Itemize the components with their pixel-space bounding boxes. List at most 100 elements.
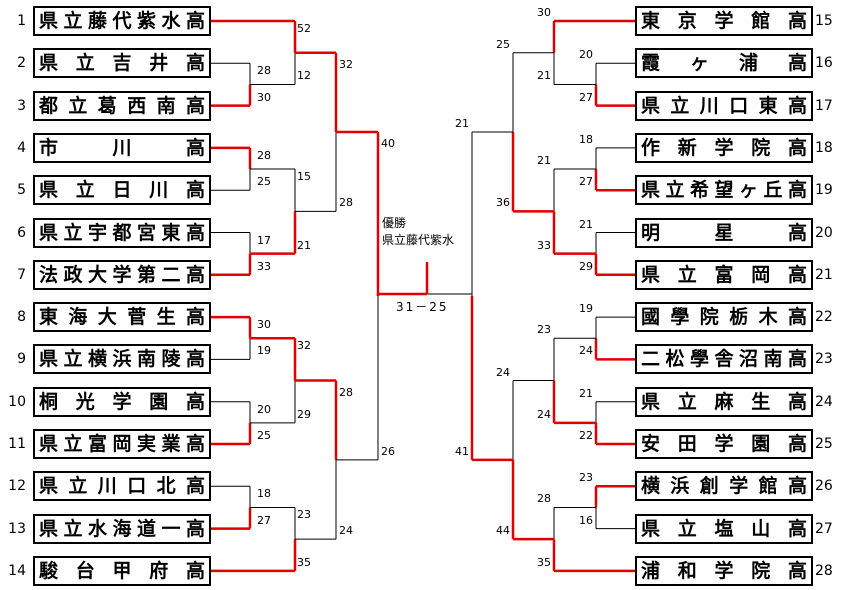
team-name: 県立塩山高 (641, 517, 807, 540)
team-name: 県立富岡実業高 (39, 433, 205, 455)
score-right-r1-b-bottom: 27 (579, 175, 593, 189)
team-box: 県立塩山高 (635, 513, 813, 544)
score-right-r2-d-bottom: 35 (537, 555, 551, 569)
score-left-r2-d-top: 23 (297, 508, 311, 522)
score-right-r1-f-bottom: 16 (579, 513, 593, 527)
score-right-r2-c-top: 23 (537, 323, 551, 337)
score-left-r3-a-bottom: 28 (339, 196, 353, 210)
team-box: 市川高 (33, 132, 211, 163)
team-seed: 13 (8, 520, 26, 537)
score-left-r2-c-bottom: 29 (297, 407, 311, 421)
team-seed: 6 (17, 224, 26, 241)
score-left-r1-b-top: 28 (257, 148, 271, 162)
score-right-r1-d-top: 19 (579, 302, 593, 316)
team-box: 県立富岡実業高 (33, 429, 211, 459)
score-left-r2-a-top: 52 (297, 22, 311, 35)
team-name: 都立葛西南高 (39, 94, 205, 117)
team-name: 安田学園高 (641, 433, 807, 455)
score-left-r2-b-top: 15 (297, 170, 311, 184)
team-seed: 20 (815, 224, 833, 241)
team-box: 県立水海道一高 (33, 513, 211, 544)
score-left-r1-e-top: 20 (257, 402, 271, 416)
team-seed: 26 (815, 478, 833, 495)
team-box: 駿台甲府高 (33, 555, 211, 586)
team-name: 東京学館高 (641, 10, 807, 32)
team-name: 浦和学院高 (641, 559, 807, 582)
team-box: 法政大学第二高 (33, 259, 211, 290)
score-left-r1-a-top: 28 (257, 64, 271, 78)
team-seed: 8 (17, 309, 26, 326)
team-seed: 10 (8, 393, 26, 410)
team-seed: 11 (8, 436, 26, 452)
team-name: 桐光学園高 (39, 390, 205, 413)
team-box: 桐光学園高 (33, 386, 211, 417)
team-seed: 24 (815, 393, 833, 410)
team-name: 二松學舎沼南高 (641, 348, 807, 371)
team-name: 県立麻生高 (641, 390, 807, 413)
team-box: 県立川口東高 (635, 90, 813, 121)
score-left-r3-a-top: 32 (339, 57, 353, 71)
team-name: 県立希望ヶ丘高 (641, 179, 807, 202)
team-box: 県立宇都宮東高 (33, 217, 211, 248)
team-seed: 5 (17, 182, 26, 199)
team-name: 國學院栃木高 (641, 306, 807, 329)
team-box: 県立川口北高 (33, 471, 211, 502)
team-name: 霞ヶ浦高 (641, 52, 807, 75)
team-box: 二松學舎沼南高 (635, 344, 813, 375)
score-right-r2-b-bottom: 33 (537, 238, 551, 252)
champion-label: 優勝 (382, 216, 407, 230)
score-left-r1-f-top: 18 (257, 487, 271, 501)
score-right-r1-a-top: 20 (579, 48, 593, 62)
score-right-sf-top: 21 (455, 117, 469, 131)
team-box: 県立希望ヶ丘高 (635, 175, 813, 206)
team-name: 県立藤代紫水高 (39, 10, 205, 32)
team-box: 東海大菅生高 (33, 302, 211, 333)
team-name: 県立富岡高 (641, 263, 807, 286)
score-left-r1-d-top: 30 (257, 318, 271, 332)
team-name: 市川高 (39, 136, 205, 159)
team-seed: 7 (17, 266, 26, 283)
team-box: 県立日川高 (33, 175, 211, 206)
team-seed: 21 (815, 266, 833, 283)
score-right-r3-a-top: 25 (496, 37, 510, 51)
team-seed: 12 (8, 478, 26, 495)
score-left-r2-c-top: 32 (297, 339, 311, 353)
team-name: 県立吉井高 (39, 52, 205, 75)
score-left-r3-b-top: 28 (339, 385, 353, 399)
score-left-r1-e-bottom: 25 (257, 429, 271, 442)
team-box: 國學院栃木高 (635, 302, 813, 333)
team-box: 霞ヶ浦高 (635, 48, 813, 79)
score-left-r3-b-bottom: 24 (339, 524, 353, 538)
team-name: 県立川口東高 (641, 94, 807, 117)
score-left-r1-c-bottom: 33 (257, 259, 271, 273)
team-name: 県立横浜南陵高 (39, 348, 205, 371)
team-name: 県立水海道一高 (39, 517, 205, 540)
team-box: 県立吉井高 (33, 48, 211, 79)
team-box: 都立葛西南高 (33, 90, 211, 121)
score-left-sf-bottom: 26 (381, 444, 395, 458)
team-name: 作新学院高 (641, 136, 807, 159)
team-seed: 9 (17, 351, 26, 368)
team-seed: 19 (815, 182, 833, 199)
team-seed: 14 (8, 562, 26, 579)
team-box: 東京学館高 (635, 6, 813, 36)
score-right-r3-b-top: 24 (496, 365, 510, 379)
team-seed: 1 (17, 13, 26, 29)
team-seed: 15 (815, 13, 833, 29)
team-seed: 22 (815, 309, 833, 326)
score-right-r1-c-top: 21 (579, 217, 593, 231)
team-name: 県立川口北高 (39, 475, 205, 498)
score-right-sf-bottom: 41 (455, 444, 469, 458)
score-left-r1-f-bottom: 27 (257, 513, 271, 527)
team-seed: 3 (17, 97, 26, 114)
team-name: 県立宇都宮東高 (39, 221, 205, 244)
team-name: 東海大菅生高 (39, 306, 205, 329)
score-right-r2-a-bottom: 21 (537, 69, 551, 83)
score-right-r3-a-bottom: 36 (496, 196, 510, 210)
score-left-r1-a-bottom: 30 (257, 90, 271, 104)
team-box: 県立麻生高 (635, 386, 813, 417)
score-right-r3-b-bottom: 44 (496, 524, 510, 538)
score-left-r1-d-bottom: 19 (257, 344, 271, 358)
score-left-sf-top: 40 (381, 137, 395, 151)
score-right-r1-e-top: 21 (579, 386, 593, 400)
